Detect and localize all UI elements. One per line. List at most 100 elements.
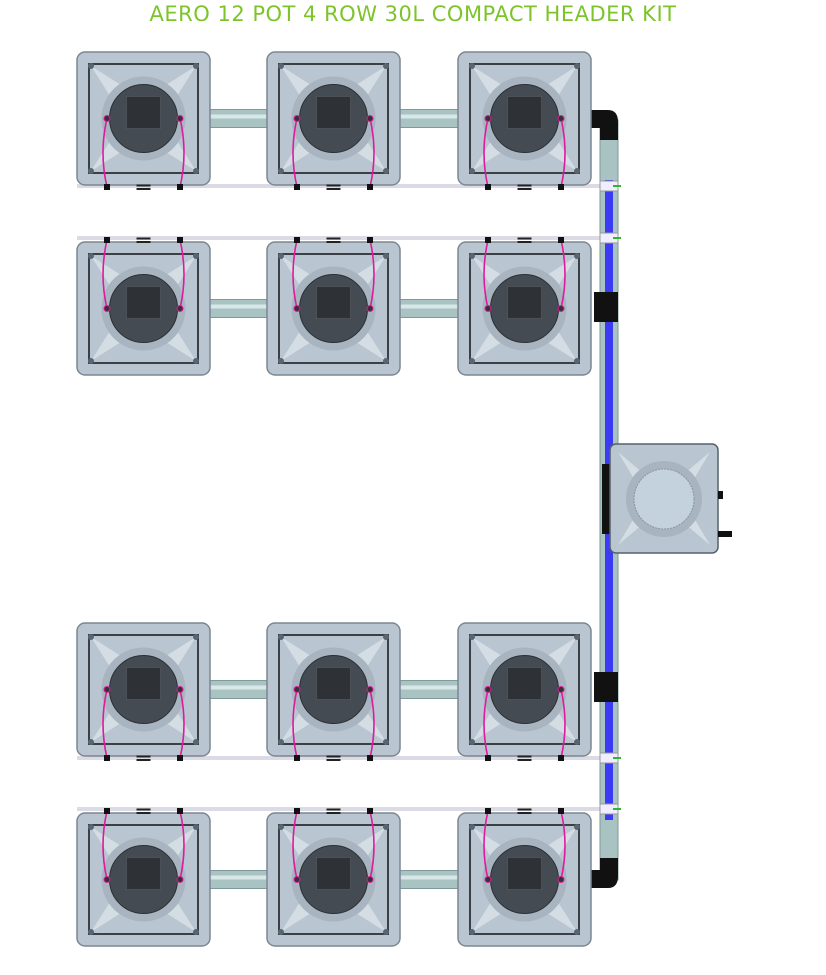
drip-tube [483,239,489,309]
dripper [176,686,184,693]
mesh-basket-icon [507,286,542,319]
drip-connector [367,808,373,814]
pot [457,808,592,947]
corner-bolt [574,824,580,830]
corner-bolt [469,739,475,745]
corner-bolt [88,634,94,640]
corner-bolt [88,824,94,830]
mesh-basket-icon [316,667,351,700]
pot-rim [278,253,389,364]
mesh-basket-icon [507,96,542,129]
corner-bolt [383,929,389,935]
drip-tube [179,810,185,880]
drip-tube [369,810,375,880]
corner-bolt [383,63,389,69]
drip-tube [102,239,108,309]
drip-tube [292,118,298,188]
dripper [103,115,111,122]
dripper [176,305,184,312]
dripper [366,876,374,883]
corner-bolt [88,929,94,935]
corner-bolt [469,168,475,174]
mesh-basket-icon [126,857,161,890]
elbow-fitting-top [590,110,618,140]
corner-bolt [383,634,389,640]
manifold-joint [517,759,532,761]
pot-rim [88,63,199,174]
drip-connector [558,755,564,761]
corner-bolt [193,358,199,364]
manifold-joint [136,241,151,243]
corner-bolt [278,634,284,640]
drip-tube [179,118,185,188]
manifold-joint [517,184,532,187]
pot-rim [278,824,389,935]
valve-marker [613,808,621,810]
corner-bolt [193,168,199,174]
valve-marker [613,757,621,759]
dripper [293,876,301,883]
diagram-title: AERO 12 POT 4 ROW 30L COMPACT HEADER KIT [149,2,677,26]
pot [76,237,211,376]
drip-connector [367,237,373,243]
manifold-joint [326,241,341,243]
manifold-joint [136,812,151,814]
pot-rim [278,634,389,745]
pot-rim [469,63,580,174]
corner-bolt [383,824,389,830]
pot-rim [469,634,580,745]
pot-rim [469,824,580,935]
corner-bolt [88,63,94,69]
corner-bolt [88,168,94,174]
manifold-joint [136,188,151,190]
corner-bolt [469,634,475,640]
corner-bolt [193,634,199,640]
drip-connector [485,755,491,761]
corner-bolt [574,253,580,259]
drip-manifold-line [77,756,609,760]
drip-manifold-line [77,184,609,188]
drip-connector [177,184,183,190]
reservoir-outlet [718,491,723,499]
drip-connector [294,237,300,243]
drip-tube [560,118,566,188]
corner-bolt [278,63,284,69]
manifold-joint [517,808,532,811]
corner-bolt [193,739,199,745]
dripper [103,686,111,693]
drip-connector [177,755,183,761]
manifold-joint [136,237,151,240]
drip-tube [369,118,375,188]
manifold-joint [326,812,341,814]
dripper [103,876,111,883]
dripper [557,686,565,693]
dripper [176,876,184,883]
drip-manifold-line [77,807,609,811]
dripper [557,876,565,883]
corner-bolt [193,824,199,830]
pot-rim [88,824,199,935]
drip-connector [558,237,564,243]
corner-bolt [88,253,94,259]
corner-bolt [469,824,475,830]
drip-tube [560,689,566,759]
pipe-highlight [398,875,460,880]
pot-rim [278,63,389,174]
drip-tube [292,810,298,880]
corner-bolt [469,253,475,259]
pot [76,622,211,761]
pot-rim [469,253,580,364]
drip-connector [485,808,491,814]
corner-bolt [469,358,475,364]
pot [266,808,401,947]
drip-connector [558,808,564,814]
pipe-highlight [398,685,460,690]
tee-fitting [594,292,618,322]
drip-tube [483,689,489,759]
pot [266,51,401,190]
dripper [484,305,492,312]
drip-connector [367,184,373,190]
mesh-basket-icon [126,96,161,129]
manifold-joint [517,188,532,190]
